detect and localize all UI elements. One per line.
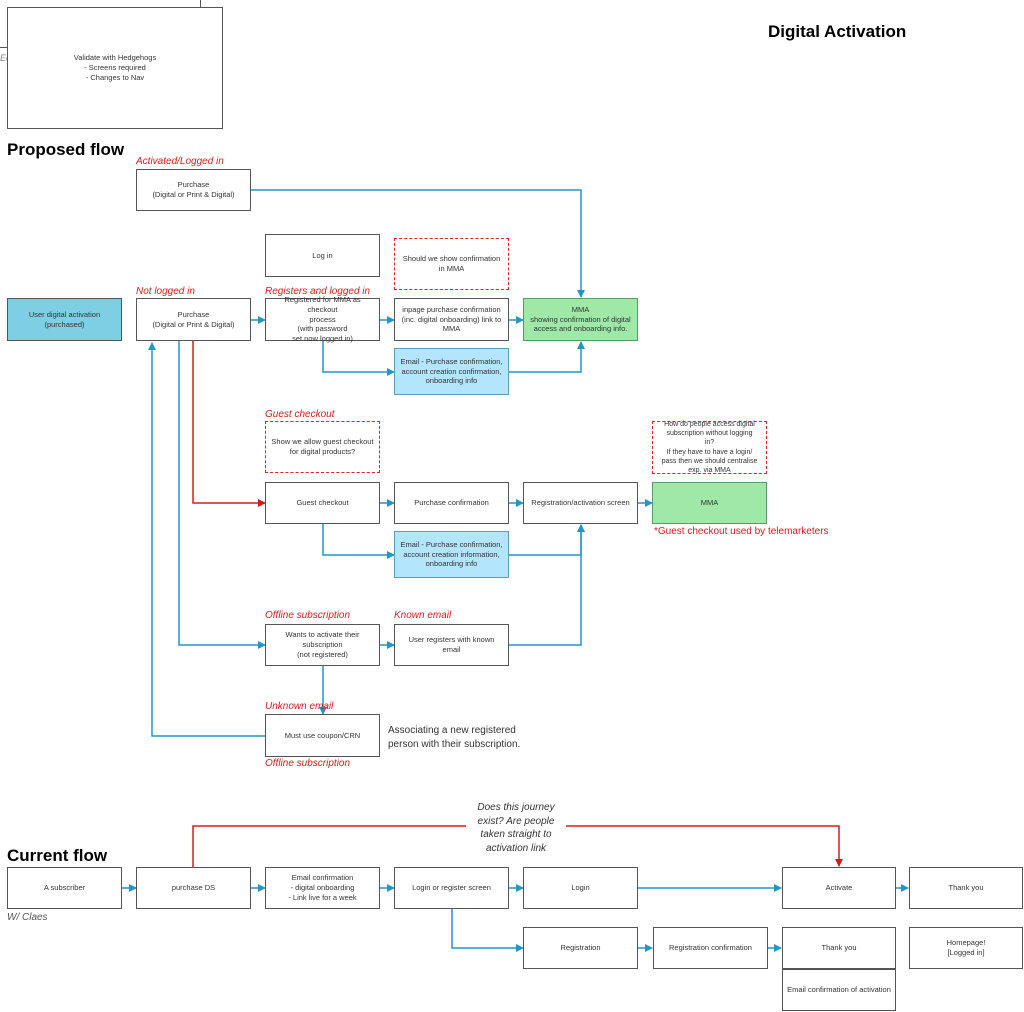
validate-note: Validate with Hedgehogs - Screens requir… <box>7 7 223 129</box>
journey-question-note: Does this journey exist? Are people take… <box>466 801 566 855</box>
inpage-confirmation-box: inpage purchase confirmation (inc. digit… <box>394 298 509 341</box>
email-guest-box: Email - Purchase confirmation, account c… <box>394 531 509 578</box>
label-unknown-email: Unknown email <box>265 701 334 712</box>
purchase-box: Purchase (Digital or Print & Digital) <box>136 298 251 341</box>
known-email-register-box: User registers with known email <box>394 624 509 666</box>
purchase-activated-box: Purchase (Digital or Print & Digital) <box>136 169 251 211</box>
purchase-confirmation-box: Purchase confirmation <box>394 482 509 524</box>
thank-you-box: Thank you <box>909 867 1023 909</box>
mma-confirmation-box: MMA showing confirmation of digital acce… <box>523 298 638 341</box>
with-claes-note: W/ Claes <box>7 912 48 923</box>
label-guest-checkout: Guest checkout <box>265 409 335 420</box>
telemarketers-note: *Guest checkout used by telemarketers <box>654 526 829 537</box>
corner-cut-text: Ec <box>0 53 11 63</box>
label-activated: Activated/Logged in <box>136 156 224 167</box>
connector <box>178 341 266 649</box>
guest-checkout-box: Guest checkout <box>265 482 380 524</box>
label-offline-subscription: Offline subscription <box>265 610 351 621</box>
email-confirmation-box: Email confirmation - digital onboarding … <box>265 867 380 909</box>
homepage-box: Homepage! [Logged in] <box>909 927 1023 969</box>
registered-mma-box: Registered for MMA as checkout process (… <box>265 295 380 343</box>
connector <box>251 189 585 298</box>
connector <box>509 341 585 373</box>
proposed-flow-heading: Proposed flow <box>7 140 125 159</box>
coupon-box: Must use coupon/CRN <box>265 714 380 757</box>
connector-red <box>192 341 266 507</box>
user-activation-box: User digital activation (purchased) <box>7 298 122 341</box>
registration-confirmation-box: Registration confirmation <box>653 927 768 969</box>
login-register-box: Login or register screen <box>394 867 509 909</box>
wants-activate-box: Wants to activate their subscription (no… <box>265 624 380 666</box>
label-registers: Registers and logged in <box>265 286 371 297</box>
email-activation-box: Email confirmation of activation <box>782 969 896 1011</box>
purchase-ds-box: purchase DS <box>136 867 251 909</box>
label-known-email: Known email <box>394 610 452 621</box>
connector <box>148 342 265 737</box>
guest-checkout-question-note: Show we allow guest checkout for digital… <box>265 421 380 473</box>
log-in-box: Log in <box>265 234 380 277</box>
subscriber-box: A subscriber <box>7 867 122 909</box>
label-offline-subscription-2: Offline subscription <box>265 758 351 769</box>
current-flow-heading: Current flow <box>7 846 108 865</box>
associating-note: Associating a new registered person with… <box>388 725 521 750</box>
registration-box: Registration <box>523 927 638 969</box>
connector <box>322 341 395 376</box>
page-title: Digital Activation <box>768 22 907 41</box>
connector <box>509 524 585 646</box>
access-question-note: How do people access digital subscriptio… <box>652 421 767 474</box>
confirmation-question-note: Should we show confirmation in MMA <box>394 238 509 290</box>
mma-box: MMA <box>652 482 767 524</box>
registration-activation-box: Registration/activation screen <box>523 482 638 524</box>
connector <box>322 524 395 559</box>
label-not-logged-in: Not logged in <box>136 286 195 297</box>
thank-you-box-2: Thank you <box>782 927 896 969</box>
activate-box: Activate <box>782 867 896 909</box>
login-box: Login <box>523 867 638 909</box>
connector <box>451 909 524 952</box>
email-purchase-box: Email - Purchase confirmation, account c… <box>394 348 509 395</box>
connector <box>509 524 585 556</box>
